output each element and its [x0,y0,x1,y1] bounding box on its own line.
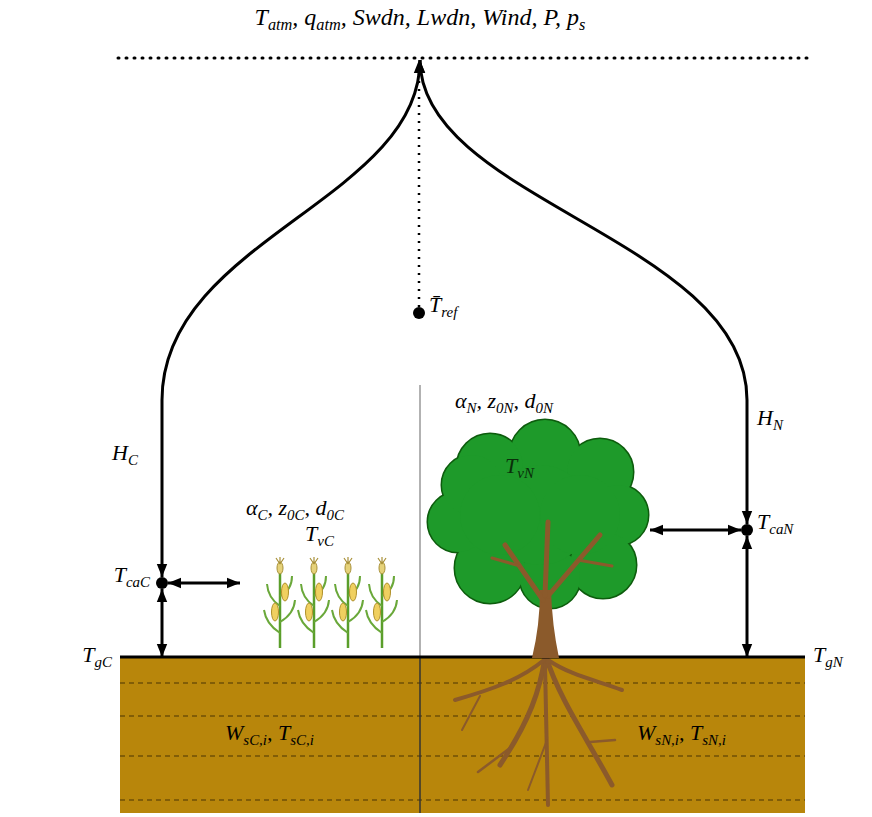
tree-canopy [428,420,648,608]
symbol: T̄ [429,292,441,317]
text-line: TgN [813,642,843,667]
forcing-band: Tatm, qatm, Swdn, Lwdn, Wind, P, ps [120,0,805,60]
subscript: C [258,507,268,523]
exchange-arrow [168,582,240,585]
crop-soil: TgCWsC,i, TsC,i [120,657,420,812]
canopy-air-point: TcaC [156,577,168,589]
text-line: αC, z0C, d0C [246,495,344,520]
symbol: W [637,720,655,745]
crop-tile: αC, z0C, d0CTvC [240,495,415,650]
subscript: s [579,15,585,34]
tree-tile: αN, z0N, d0NTvN [430,385,650,650]
text-line: αN, z0N, d0N [455,388,553,413]
subscript: gN [825,654,842,670]
tree-soil: WsN,i, TsN,iTgN [420,657,805,812]
text-line: WsC,i, TsC,i [225,720,314,745]
symbol: H [757,405,773,430]
subscript: sC,i [290,732,314,748]
symbol: , T [679,720,702,745]
tree-roots [455,657,622,805]
subscript: vN [517,465,534,481]
subscript: sN,i [655,732,679,748]
symbol: , T [267,720,290,745]
exchange-arrow [746,536,749,657]
soil-layers [120,683,805,800]
crop-plants [264,557,397,648]
tile-divider [419,385,421,657]
subscript: vC [317,533,334,549]
symbol: , z [477,388,497,413]
atmosphere-line [118,57,808,60]
subscript: C [128,452,138,468]
canopy-air-point: TcaN [741,524,753,536]
text-line: HC [112,440,138,465]
text-line: TvN [505,453,534,478]
subscript: N [467,400,477,416]
soil [120,657,805,813]
text-line: TvC [305,521,334,546]
subscript: 0N [536,400,553,416]
text-line: HN [757,405,783,430]
flux-arrow [420,60,747,524]
symbol: , d [514,388,536,413]
symbol: , z [268,495,288,520]
symbol: W [225,720,243,745]
symbol: T [255,4,268,30]
symbol: , d [305,495,327,520]
symbol: , Swdn, Lwdn, Wind, P, p [341,4,579,30]
subscript: 0N [496,400,513,416]
text-line: Tatm, qatm, Swdn, Lwdn, Wind, P, ps [255,4,586,32]
subscript: sC,i [243,732,267,748]
symbol: , q [292,4,316,30]
subscript: 0C [327,507,344,523]
subscript: atm [316,15,340,34]
symbol: T [757,509,769,534]
ground-surface [120,656,805,659]
tree-trunk [492,522,612,658]
symbol: T [305,521,317,546]
symbol: T [505,453,517,478]
symbol: α [455,388,467,413]
subscript: caC [126,574,150,590]
subscript: sN,i [702,732,726,748]
text-line: WsN,i, TsN,i [637,720,726,745]
exchange-arrow [161,589,164,657]
symbol: α [246,495,258,520]
exchange-arrow [418,60,421,307]
exchange-arrow [650,529,741,532]
text-line: TgC [82,642,112,667]
subscript: caN [769,521,793,537]
flux-arrow [162,60,420,577]
subscript: gC [95,654,112,670]
symbol: T [813,642,825,667]
symbol: T [82,642,94,667]
subscript: 0C [287,507,304,523]
symbol: H [112,440,128,465]
subscript: atm [268,15,292,34]
subscript: N [773,417,783,433]
reference-point: T̄ref [413,307,425,319]
text-line: TcaN [757,509,793,534]
text-line: TcaC [114,562,150,587]
subscript: ref [441,304,457,320]
symbol: T [114,562,126,587]
soil-divider [419,657,421,813]
text-line: T̄ref [429,292,457,317]
